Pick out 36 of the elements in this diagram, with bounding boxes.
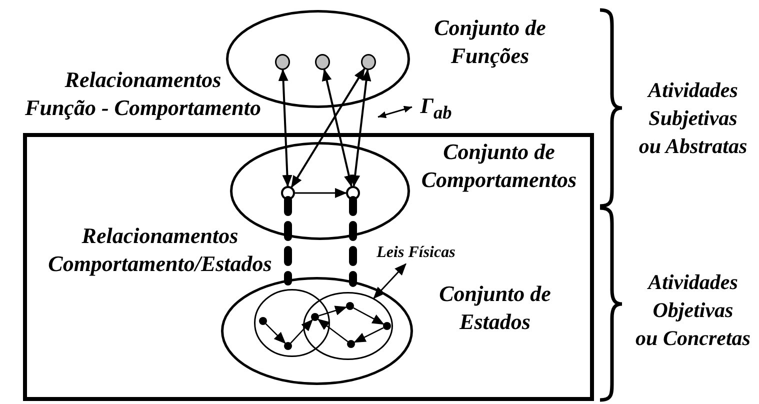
arrow	[353, 307, 384, 325]
leader-line	[373, 263, 406, 299]
arrow	[354, 327, 384, 343]
arrow	[322, 68, 354, 188]
function-dot	[361, 54, 376, 70]
state-dot	[347, 340, 355, 348]
arrow	[317, 318, 348, 342]
relation-label: Relacionamentos Comportamento/Estados	[47, 222, 273, 278]
arrow	[290, 68, 366, 188]
activity-label: Atividades Subjetivas ou Abstratas	[638, 77, 748, 160]
activity-label: Atividades Objetivas ou Concretas	[634, 269, 752, 352]
dashed-connector	[284, 196, 292, 286]
state-dot	[284, 342, 292, 350]
set-label: Conjunto de Funções	[433, 14, 547, 70]
arrow	[290, 319, 313, 344]
arrow	[278, 69, 292, 187]
arrow	[318, 306, 348, 316]
annotation-text: Leis Físicas	[374, 242, 458, 264]
set-label: Conjunto de Estados	[438, 280, 552, 336]
state-dot	[383, 322, 391, 330]
state-region-circle	[254, 289, 330, 357]
symbol-label: Γ$_{ab}$	[419, 92, 453, 124]
set-ellipse	[221, 277, 413, 385]
relation-label: Relacionamentos Função - Comportamento	[24, 66, 262, 122]
state-dot	[346, 302, 354, 310]
arrow	[265, 323, 286, 344]
function-dot	[315, 54, 330, 70]
dashed-connector	[349, 196, 357, 287]
state-dot	[311, 313, 319, 321]
set-label: Conjunto de Comportamentos	[420, 138, 578, 194]
system-boundary-box	[23, 133, 594, 401]
state-dot	[259, 317, 267, 325]
state-region-circle	[303, 292, 393, 360]
arrow	[295, 188, 347, 198]
arrow	[350, 68, 372, 188]
function-dot	[275, 54, 290, 70]
